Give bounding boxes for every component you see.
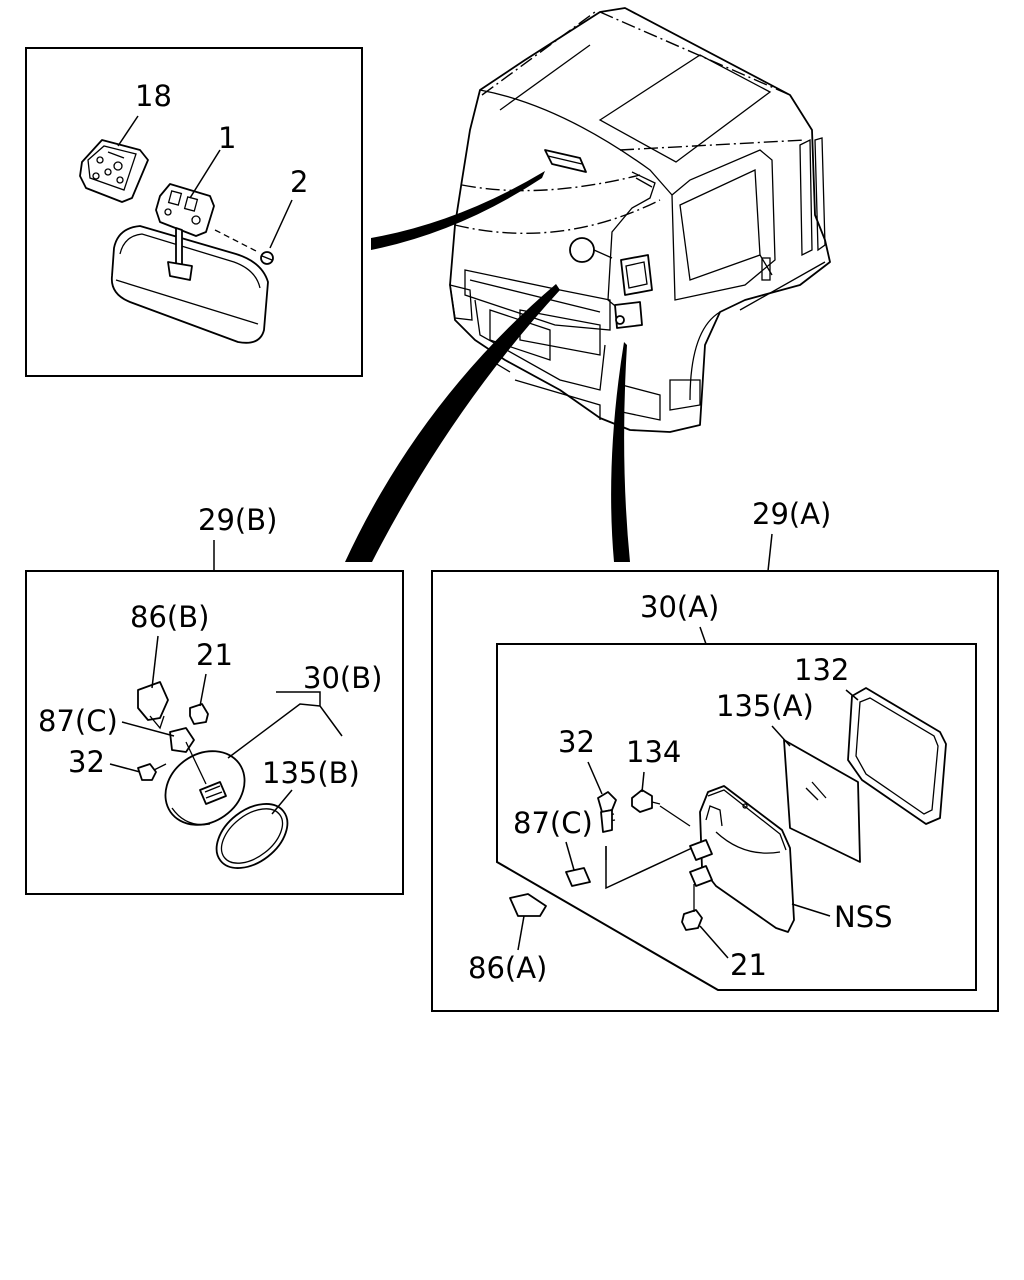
under-mirror-assembly: [137, 681, 289, 869]
leader-132: [845, 689, 859, 701]
label-86a: 86(A): [468, 951, 547, 985]
leader-1: [189, 149, 221, 199]
label-135a: 135(A): [716, 689, 814, 723]
leader-32b: [109, 763, 141, 773]
leader-86a: [517, 915, 525, 951]
label-87ca: 87(C): [513, 806, 593, 840]
leader-2: [269, 199, 293, 249]
side-mirror-assembly: [509, 687, 947, 933]
label-135b: 135(B): [262, 756, 360, 790]
leader-87cb: [121, 721, 175, 737]
label-132: 132: [794, 653, 849, 687]
leader-29a: [767, 533, 773, 572]
label-32b: 32: [68, 745, 105, 779]
inset-side-mirror: [431, 570, 999, 1012]
callout-wedge-side-mirror: [611, 342, 630, 562]
label-1: 1: [218, 121, 236, 155]
leader-135a: [771, 725, 791, 747]
leader-32a: [587, 761, 603, 795]
label-86b: 86(B): [130, 600, 209, 634]
label-nss: NSS: [834, 900, 893, 934]
label-29b: 29(B): [198, 503, 277, 537]
inset-under-mirror: [25, 570, 404, 895]
leader-86b: [151, 635, 159, 689]
leader-18: [117, 115, 139, 147]
mirror-base-cover: [79, 139, 149, 203]
label-30a: 30(A): [640, 590, 719, 624]
leader-30b: [227, 691, 343, 759]
label-18: 18: [135, 79, 172, 113]
label-32a: 32: [558, 725, 595, 759]
leader-21a: [699, 925, 729, 959]
label-21a: 21: [730, 948, 767, 982]
sub-frame-30a: [496, 643, 977, 991]
label-30b: 30(B): [303, 661, 382, 695]
label-21b: 21: [196, 638, 233, 672]
leader-21b: [199, 673, 207, 707]
label-134: 134: [626, 735, 681, 769]
inset-inner-mirror: [25, 47, 363, 377]
truck-cab: [449, 7, 831, 433]
leader-nss: [791, 903, 831, 917]
inner-rear-view-mirror: [110, 225, 269, 344]
label-87cb: 87(C): [38, 704, 118, 738]
leader-30a: [699, 626, 707, 645]
mounting-screw: [214, 229, 274, 265]
label-2: 2: [290, 165, 308, 199]
callout-wedge-inner-mirror: [371, 171, 545, 250]
label-29a: 29(A): [752, 497, 831, 531]
leader-134: [641, 771, 645, 793]
leader-87ca: [565, 841, 575, 871]
mirror-mounting-base: [155, 183, 215, 281]
leader-135b: [271, 789, 293, 815]
callout-wedge-under-mirror: [345, 284, 560, 562]
